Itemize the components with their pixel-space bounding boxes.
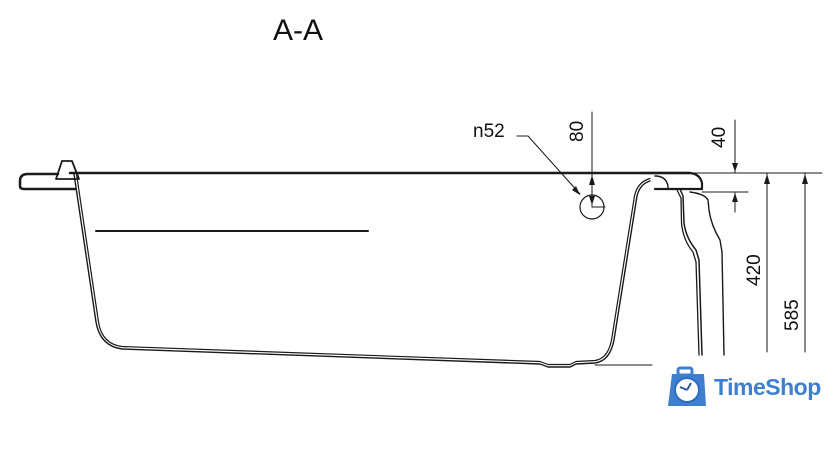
section-title: A-A <box>273 14 324 47</box>
dim-40-arrow-bottom <box>732 193 738 202</box>
rim-height-label: 40 <box>709 126 730 148</box>
drain-hole-label: n52 <box>473 121 505 142</box>
right-rim-inner <box>654 175 669 190</box>
support-leg-inner <box>676 189 700 356</box>
left-flange <box>55 160 80 180</box>
support-leg-back <box>689 191 725 356</box>
watermark-logo: TimeShop <box>666 366 836 408</box>
tub-left-wall-inner <box>75 173 651 366</box>
left-lip <box>18 172 77 191</box>
support-leg <box>679 188 703 356</box>
brand-name: TimeShop <box>714 373 821 400</box>
tub-left-wall <box>73 173 651 368</box>
n52-arrowhead <box>572 186 580 195</box>
n52-leader <box>516 135 581 195</box>
clock-bag-icon <box>668 366 706 406</box>
dim-40-arrow-top <box>732 163 738 172</box>
dim-80-arrow-2 <box>589 196 595 205</box>
dim-585-arrow <box>802 174 808 184</box>
dim-420-arrow <box>764 174 770 184</box>
dim-80-arrow <box>589 175 595 185</box>
support-height-label: 420 <box>744 254 765 286</box>
overflow-height-label: 80 <box>567 120 588 142</box>
total-height-label: 585 <box>782 299 803 331</box>
